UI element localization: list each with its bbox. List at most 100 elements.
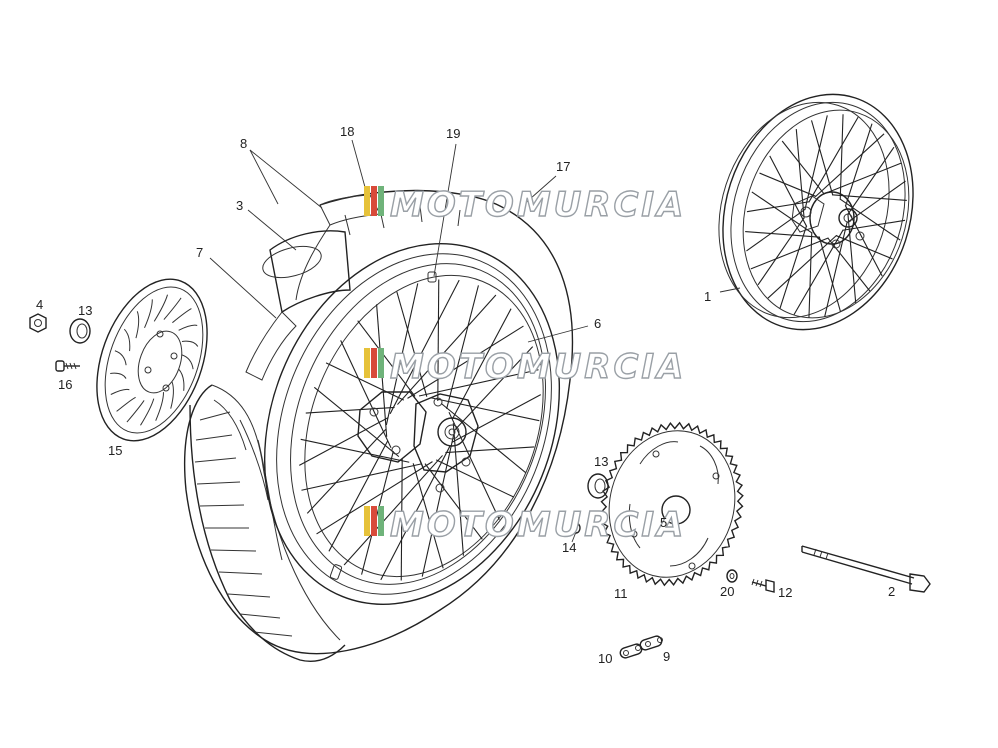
rear-tire bbox=[183, 189, 574, 662]
callout-12: 12 bbox=[778, 585, 792, 600]
spoke bbox=[746, 201, 810, 213]
spoke bbox=[306, 428, 387, 514]
spoke bbox=[847, 213, 857, 304]
callout-2: 2 bbox=[888, 584, 895, 599]
spoke bbox=[804, 115, 828, 211]
spoke bbox=[827, 237, 871, 292]
bearing-13-right bbox=[587, 473, 609, 499]
disc-slot bbox=[110, 388, 130, 395]
watermark-top: MOTOMURCIA bbox=[364, 184, 686, 226]
rim-band bbox=[245, 230, 351, 381]
callout-17: 17 bbox=[556, 159, 570, 174]
bolt-16 bbox=[55, 360, 80, 372]
disc-slot bbox=[126, 400, 145, 423]
rear-wheel bbox=[263, 243, 561, 605]
spoke bbox=[842, 219, 906, 231]
callout-5: 5 bbox=[660, 515, 667, 530]
spoke bbox=[380, 445, 451, 581]
spoke bbox=[451, 308, 512, 420]
spoke bbox=[440, 402, 527, 474]
spoke bbox=[839, 198, 901, 241]
spoke bbox=[781, 140, 825, 195]
spoke bbox=[767, 234, 838, 299]
spoke bbox=[814, 133, 885, 198]
callout-10: 10 bbox=[598, 651, 612, 666]
spoke bbox=[298, 417, 389, 466]
spoke bbox=[795, 128, 805, 219]
disc-slot bbox=[163, 297, 182, 320]
callout-11: 11 bbox=[614, 586, 628, 601]
callout-13-right: 13 bbox=[594, 454, 608, 469]
callout-18: 18 bbox=[340, 124, 354, 139]
disc-slot bbox=[144, 299, 153, 329]
callout-19: 19 bbox=[446, 126, 460, 141]
spoke bbox=[810, 120, 834, 196]
disc-slot bbox=[110, 372, 127, 379]
spoke bbox=[847, 146, 895, 215]
spoke bbox=[412, 463, 444, 569]
disc-slot bbox=[123, 328, 131, 352]
spoke bbox=[421, 434, 455, 577]
watermark-text-top: MOTOMURCIA bbox=[390, 185, 686, 225]
spoke bbox=[343, 455, 443, 566]
spoke bbox=[453, 346, 534, 432]
spoke bbox=[448, 411, 500, 520]
disc-slot bbox=[181, 354, 194, 370]
spoke bbox=[340, 340, 392, 449]
spoke bbox=[396, 291, 428, 397]
spoke bbox=[751, 191, 813, 234]
callout-13-left: 13 bbox=[78, 303, 92, 318]
spoke bbox=[759, 172, 817, 197]
callout-16: 16 bbox=[58, 377, 72, 392]
spoke bbox=[844, 205, 883, 277]
watermark-text-bottom: MOTOMURCIA bbox=[390, 505, 686, 545]
watermark-text-middle: MOTOMURCIA bbox=[390, 347, 686, 387]
spoke bbox=[328, 440, 389, 552]
spoke bbox=[301, 463, 422, 491]
watermark-bottom: MOTOMURCIA bbox=[364, 504, 686, 546]
callout-6: 6 bbox=[594, 316, 601, 331]
spoke bbox=[430, 397, 540, 422]
spoke bbox=[823, 162, 902, 195]
spoke bbox=[839, 114, 844, 200]
nut-4 bbox=[29, 313, 47, 333]
callout-1: 1 bbox=[704, 289, 711, 304]
callout-labels: 1 2 3 4 5 6 7 8 9 10 11 12 13 13 14 15 1… bbox=[36, 124, 895, 666]
spoke bbox=[316, 461, 433, 535]
spoke bbox=[300, 438, 410, 463]
spoke bbox=[779, 225, 807, 309]
spoke bbox=[824, 221, 848, 317]
front-wheel bbox=[718, 93, 914, 331]
brake-disc bbox=[96, 278, 208, 442]
spoke bbox=[313, 386, 400, 458]
spoke bbox=[746, 208, 806, 252]
chain-link-9-10 bbox=[619, 635, 663, 659]
callout-9: 9 bbox=[663, 649, 670, 664]
spoke bbox=[808, 232, 813, 318]
watermark-middle: MOTOMURCIA bbox=[364, 346, 686, 388]
callout-4: 4 bbox=[36, 297, 43, 312]
disc-slot bbox=[178, 368, 185, 391]
disc-slot bbox=[114, 350, 127, 366]
brake-disc-slots bbox=[110, 294, 199, 426]
callout-20: 20 bbox=[720, 584, 734, 599]
spoke bbox=[385, 283, 419, 426]
spoke bbox=[305, 406, 395, 414]
watermark-group: MOTOMURCIA MOTOMURCIA MOTOMURCIA bbox=[364, 184, 686, 546]
disc-slot bbox=[172, 308, 192, 324]
spoke bbox=[745, 231, 821, 238]
spoke bbox=[397, 294, 497, 405]
disc-slot bbox=[155, 392, 164, 421]
disc-slot bbox=[140, 398, 155, 426]
spoke bbox=[818, 236, 842, 312]
spoke bbox=[325, 362, 405, 401]
spoke bbox=[445, 446, 535, 454]
spoke bbox=[418, 369, 539, 397]
spoke bbox=[750, 237, 829, 270]
callout-14: 14 bbox=[562, 540, 576, 555]
spoke bbox=[407, 325, 524, 399]
callout-3: 3 bbox=[236, 198, 243, 213]
sprocket bbox=[600, 421, 744, 587]
washer-20 bbox=[726, 569, 738, 583]
